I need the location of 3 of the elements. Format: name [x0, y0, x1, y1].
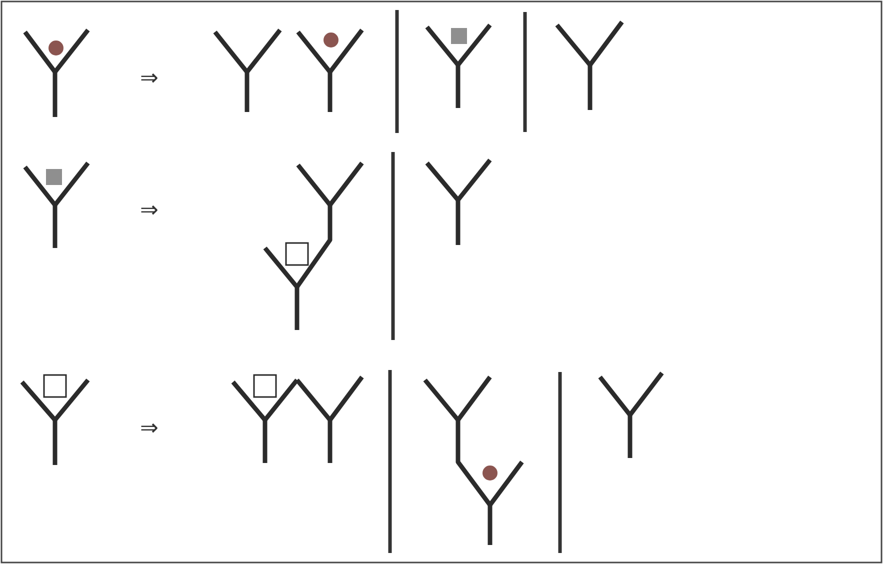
implies-symbol: ⇒	[140, 418, 158, 440]
implies-symbol: ⇒	[140, 68, 158, 90]
implies-symbol: ⇒	[140, 200, 158, 222]
